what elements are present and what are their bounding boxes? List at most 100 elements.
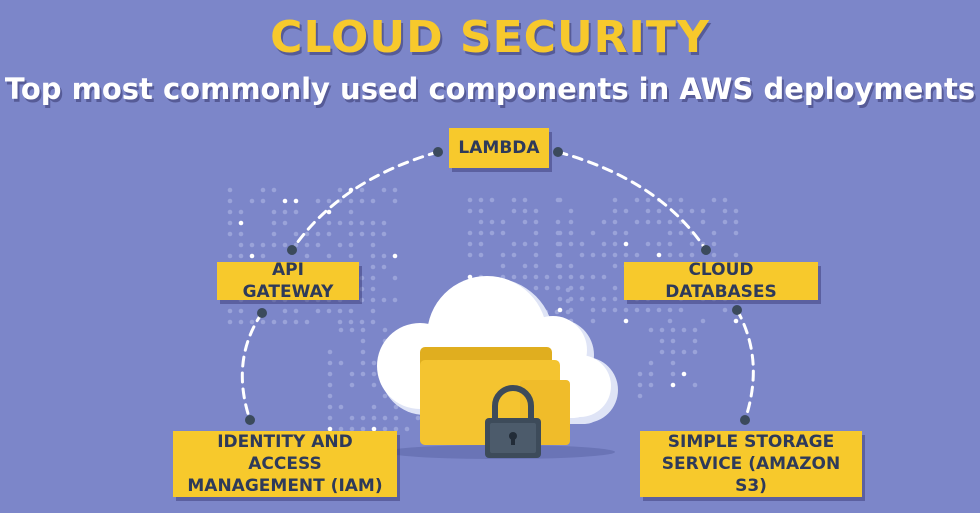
connector-nodes	[245, 147, 750, 425]
map-dot	[711, 230, 717, 236]
map-dot	[522, 241, 528, 247]
map-dot	[489, 230, 495, 236]
iam-box: IDENTITY AND ACCESS MANAGEMENT (IAM)	[173, 431, 397, 497]
map-dot	[327, 393, 333, 399]
map-dot	[360, 415, 366, 421]
map-dot	[623, 252, 629, 258]
map-dot	[612, 252, 618, 258]
map-dot	[601, 252, 607, 258]
map-dot	[338, 327, 344, 333]
map-dot	[260, 253, 266, 259]
map-dot	[360, 426, 366, 432]
map-dot	[249, 319, 255, 325]
map-dot	[271, 187, 277, 193]
map-dot	[227, 220, 233, 226]
map-dot	[522, 263, 528, 269]
map-dot	[659, 349, 665, 355]
map-dot	[681, 327, 687, 333]
map-dot	[612, 241, 618, 247]
map-dot	[271, 319, 277, 325]
map-dot	[522, 274, 528, 280]
map-dot	[338, 404, 344, 410]
map-dot	[681, 349, 687, 355]
map-dot	[700, 208, 706, 214]
map-dot	[271, 209, 277, 215]
map-dot	[656, 208, 662, 214]
map-dot	[623, 318, 629, 324]
map-dot	[601, 241, 607, 247]
map-dot	[670, 349, 676, 355]
map-dot	[667, 219, 673, 225]
map-dot	[238, 319, 244, 325]
map-dot	[370, 264, 376, 270]
map-dot	[249, 253, 255, 259]
map-dot	[722, 197, 728, 203]
map-dot	[260, 242, 266, 248]
map-dot	[590, 230, 596, 236]
map-dot	[623, 208, 629, 214]
map-dot	[382, 415, 388, 421]
map-dot	[348, 209, 354, 215]
map-dot	[533, 263, 539, 269]
map-dot	[370, 319, 376, 325]
map-dot	[326, 198, 332, 204]
map-dot	[590, 318, 596, 324]
map-dot	[371, 404, 377, 410]
map-dot	[623, 307, 629, 313]
map-dot	[634, 219, 640, 225]
map-dot	[659, 338, 665, 344]
map-dot	[349, 327, 355, 333]
map-dot	[568, 230, 574, 236]
map-dot	[337, 319, 343, 325]
map-dot	[612, 208, 618, 214]
map-dot	[656, 241, 662, 247]
map-dot	[337, 242, 343, 248]
map-dot	[382, 327, 388, 333]
map-dot	[359, 198, 365, 204]
map-dot	[349, 426, 355, 432]
connectors	[240, 150, 755, 422]
map-dot	[612, 230, 618, 236]
map-dot	[271, 231, 277, 237]
map-dot	[511, 241, 517, 247]
map-dot	[382, 393, 388, 399]
connector-api-iam	[240, 311, 264, 422]
map-dot	[404, 426, 410, 432]
connector-lambda-api	[290, 150, 440, 252]
map-dot	[522, 219, 528, 225]
map-dot	[568, 307, 574, 313]
map-dot	[670, 382, 676, 388]
map-dot	[282, 308, 288, 314]
map-dot	[500, 252, 506, 258]
map-dot	[370, 253, 376, 259]
map-dot	[249, 242, 255, 248]
map-dot	[568, 241, 574, 247]
map-dot	[478, 241, 484, 247]
map-dot	[568, 285, 574, 291]
map-dot	[568, 296, 574, 302]
map-dot	[557, 296, 563, 302]
map-dot	[511, 197, 517, 203]
map-dot	[392, 198, 398, 204]
map-dot	[733, 208, 739, 214]
map-dot	[601, 296, 607, 302]
map-dot	[478, 230, 484, 236]
map-dot	[711, 197, 717, 203]
map-dot	[733, 230, 739, 236]
map-dot	[656, 252, 662, 258]
map-dot	[579, 274, 585, 280]
map-dot	[304, 253, 310, 259]
map-dot	[667, 307, 673, 313]
map-dot	[579, 285, 585, 291]
map-dot	[370, 198, 376, 204]
map-dot	[700, 318, 706, 324]
map-dot	[349, 371, 355, 377]
map-dot	[522, 197, 528, 203]
map-dot	[282, 198, 288, 204]
map-dot	[500, 219, 506, 225]
map-dot	[227, 209, 233, 215]
map-dot	[370, 297, 376, 303]
map-dot	[670, 338, 676, 344]
map-dot	[260, 198, 266, 204]
map-dot	[326, 308, 332, 314]
